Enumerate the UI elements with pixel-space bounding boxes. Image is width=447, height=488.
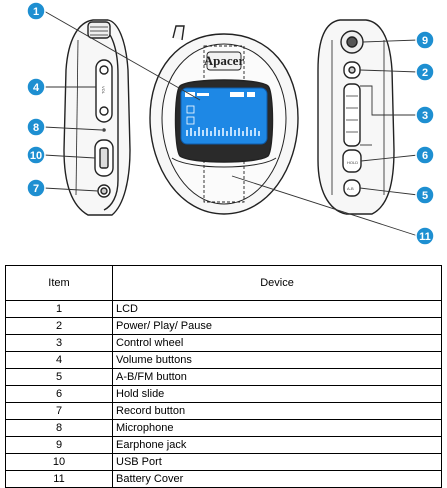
front-view: Apacer bbox=[149, 25, 299, 215]
svg-text:11: 11 bbox=[419, 231, 431, 243]
item-cell: 8 bbox=[5, 419, 113, 437]
table-header-row: Item Device bbox=[5, 265, 442, 301]
brand-logo: Apacer bbox=[204, 53, 245, 68]
item-cell: 4 bbox=[5, 351, 113, 369]
callout-10: 10 bbox=[26, 145, 46, 165]
device-cell: Microphone bbox=[112, 419, 442, 437]
item-cell: 3 bbox=[5, 334, 113, 352]
leader-lines bbox=[43, 10, 419, 237]
device-cell: Record button bbox=[112, 402, 442, 420]
callout-11: 11 bbox=[415, 226, 435, 246]
svg-text:5: 5 bbox=[422, 190, 428, 202]
item-cell: 1 bbox=[5, 300, 113, 318]
item-cell: 2 bbox=[5, 317, 113, 335]
svg-text:VOL: VOL bbox=[101, 86, 106, 95]
device-cell: LCD bbox=[112, 300, 442, 318]
svg-text:HOLD: HOLD bbox=[347, 160, 358, 165]
callout-2: 2 bbox=[415, 62, 435, 82]
device-cell: Earphone jack bbox=[112, 436, 442, 454]
item-column-header: Item bbox=[5, 265, 113, 301]
svg-text:4: 4 bbox=[33, 82, 40, 94]
callout-7: 7 bbox=[26, 178, 46, 198]
item-cell: 5 bbox=[5, 368, 113, 386]
item-cell: 7 bbox=[5, 402, 113, 420]
device-cell: USB Port bbox=[112, 453, 442, 471]
svg-text:A-B: A-B bbox=[347, 186, 354, 191]
svg-text:10: 10 bbox=[30, 150, 42, 162]
device-cell: A-B/FM button bbox=[112, 368, 442, 386]
device-cell: Volume buttons bbox=[112, 351, 442, 369]
callout-4: 4 bbox=[26, 77, 46, 97]
callout-5: 5 bbox=[415, 185, 435, 205]
callout-8: 8 bbox=[26, 117, 46, 137]
left-side-view: VOL bbox=[63, 19, 131, 216]
device-diagram: VOL Apacer bbox=[26, 1, 435, 246]
svg-text:9: 9 bbox=[422, 35, 428, 47]
table-row: 10 USB Port bbox=[5, 453, 442, 471]
svg-text:3: 3 bbox=[422, 110, 428, 122]
callout-9: 9 bbox=[415, 30, 435, 50]
callout-3: 3 bbox=[415, 105, 435, 125]
svg-text:1: 1 bbox=[33, 6, 39, 18]
lcd-equalizer bbox=[186, 127, 260, 136]
right-side-view: HOLD A-B bbox=[317, 19, 395, 215]
device-cell: Control wheel bbox=[112, 334, 442, 352]
svg-text:7: 7 bbox=[33, 183, 39, 195]
device-column-header: Device bbox=[112, 265, 442, 301]
device-cell: Hold slide bbox=[112, 385, 442, 403]
item-cell: 10 bbox=[5, 453, 113, 471]
callout-1: 1 bbox=[26, 1, 46, 21]
device-cell: Power/ Play/ Pause bbox=[112, 317, 442, 335]
item-cell: 6 bbox=[5, 385, 113, 403]
svg-text:6: 6 bbox=[422, 150, 428, 162]
svg-text:2: 2 bbox=[422, 67, 428, 79]
callout-6: 6 bbox=[415, 145, 435, 165]
item-cell: 9 bbox=[5, 436, 113, 454]
svg-text:8: 8 bbox=[33, 122, 39, 134]
